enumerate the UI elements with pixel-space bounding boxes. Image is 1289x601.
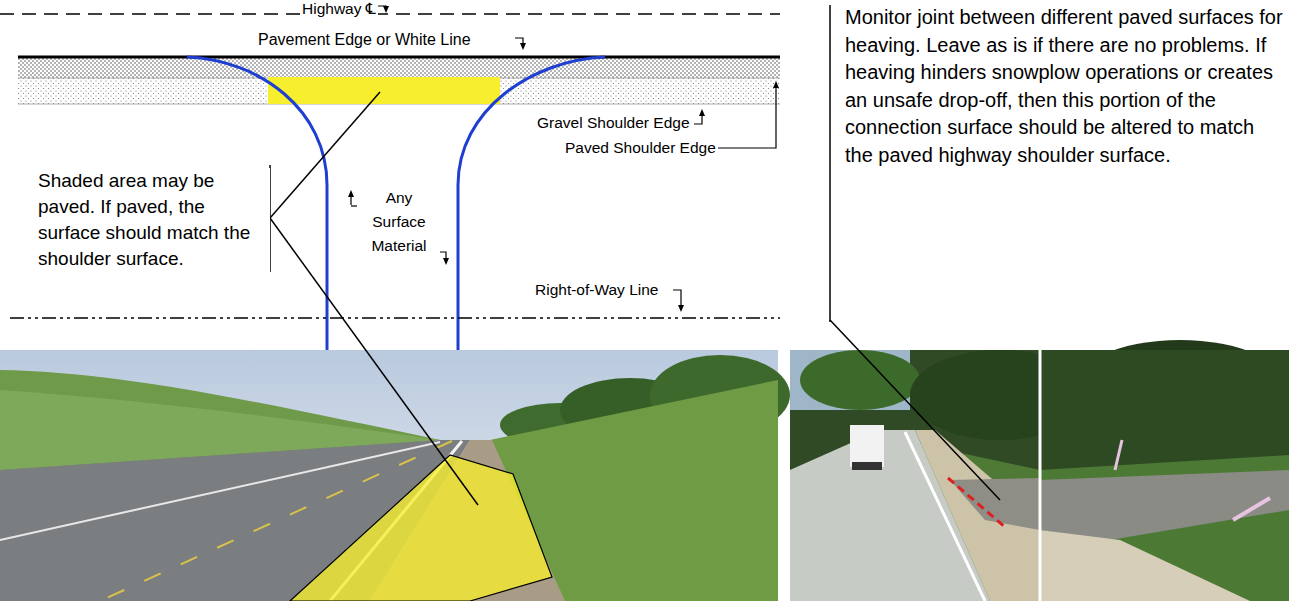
pavement-edge	[18, 56, 780, 59]
edge-label: Paved Shoulder Edge	[563, 139, 718, 157]
edge-label: Gravel Shoulder Edge	[535, 114, 692, 132]
callout-note: Monitor joint between different paved su…	[843, 4, 1285, 169]
edge-label: Pavement Edge or White Line	[256, 30, 473, 49]
edge-label: Right-of-Way Line	[533, 281, 660, 299]
leader-line	[270, 218, 478, 505]
surface-label: Any Surface Material	[358, 186, 440, 258]
right-of-way-line	[10, 317, 780, 319]
callout-note: Shaded area may be paved. If paved, the …	[36, 168, 270, 272]
shaded-area	[268, 77, 500, 104]
road-photo	[0, 350, 790, 601]
callout-bar	[829, 5, 831, 322]
shaded-area	[290, 455, 552, 601]
gravel-shoulder	[18, 78, 780, 104]
paved-shoulder	[18, 58, 780, 78]
driveway-edge	[458, 57, 605, 352]
joint-photo	[790, 340, 1289, 601]
centerline-label: Highway ℄	[300, 0, 378, 18]
leader-line	[830, 320, 1000, 500]
highway-centerline	[0, 13, 780, 15]
